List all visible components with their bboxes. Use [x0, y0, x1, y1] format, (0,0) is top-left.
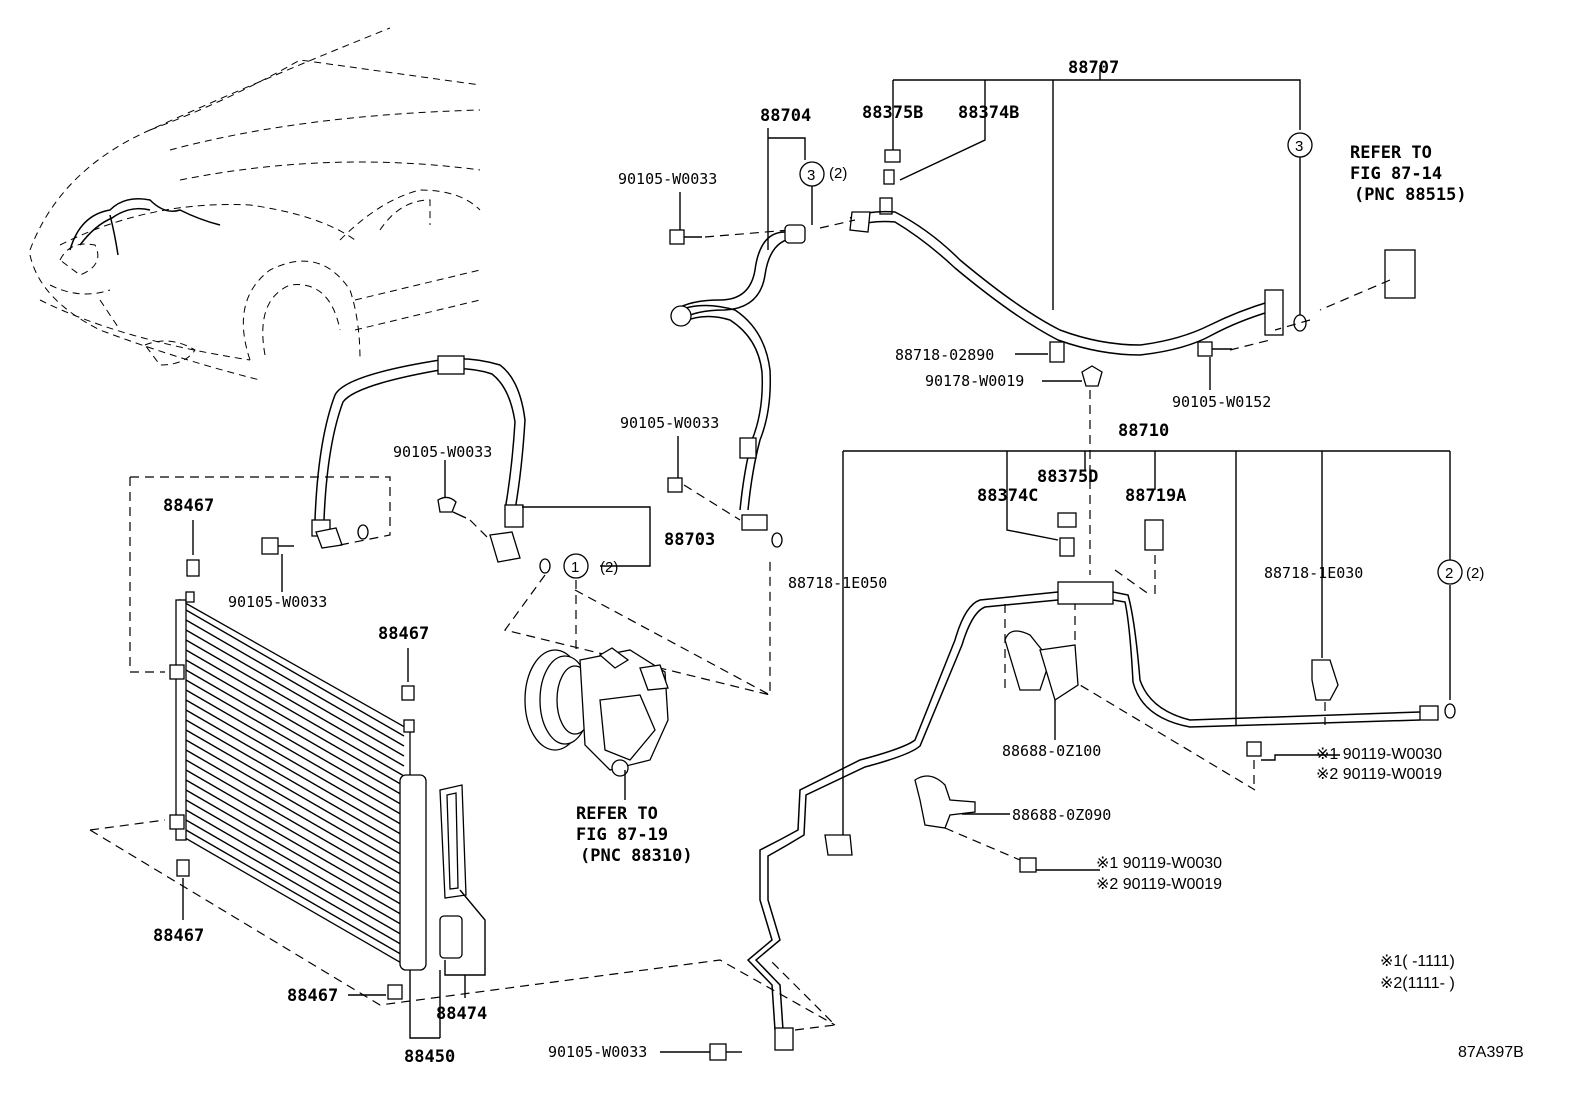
cushion-icon: [176, 859, 190, 877]
label-88704: 88704: [760, 106, 811, 126]
receiver-tank-icon: [399, 774, 427, 971]
bolt-head-icon: [1019, 857, 1037, 873]
bolt-head-icon: [709, 1043, 727, 1061]
refer-87-14-line3: (PNC 88515): [1354, 185, 1467, 205]
label-88375d: 88375D: [1037, 467, 1098, 487]
bolt-head-icon: [667, 477, 683, 493]
expansion-valve-icon: [1384, 249, 1416, 299]
label-88474: 88474: [436, 1004, 487, 1024]
cushion-icon: [401, 685, 415, 701]
label-88718-02890: 88718-02890: [895, 346, 994, 364]
o-ring-icon: [357, 524, 369, 540]
filter-plug-icon: [439, 915, 463, 959]
group-88704: 88704 3 (2) 90105-W0033 90105-W0033: [618, 106, 856, 548]
label-90105-w0152: 90105-W0152: [1172, 393, 1271, 411]
callout-3-b-num: 3: [1295, 138, 1303, 155]
label-88703: 88703: [664, 530, 715, 550]
callout-1-qty: (2): [600, 559, 618, 576]
label-90105-w0033-e: 90105-W0033: [228, 593, 327, 611]
label-88374c: 88374C: [977, 486, 1038, 506]
bolt-head-icon: [669, 229, 685, 245]
o-ring-icon: [1293, 314, 1307, 332]
clamp-icon: [1004, 630, 1051, 691]
screw-note-a2: ※2 90119-W0019: [1316, 766, 1442, 783]
pressure-switch-icon: [1144, 519, 1164, 551]
pipe-flange-icon: [1419, 705, 1439, 721]
callout-1-num: 1: [571, 559, 579, 576]
bracket-icon: [914, 775, 976, 829]
service-valve-icon: [879, 197, 893, 215]
callout-2: [1437, 559, 1463, 585]
valve-cap-icon: [884, 149, 901, 163]
bolt-head-icon: [1197, 341, 1213, 357]
label-88375b: 88375B: [862, 103, 923, 123]
pipe-flange-icon: [741, 514, 768, 531]
condenser-group: 88467 88467 88467 88474 88467: [89, 496, 836, 1067]
callout-3-a-num: 3: [807, 167, 815, 184]
clamp-icon: [1311, 659, 1339, 701]
valve-core-icon: [883, 169, 895, 185]
legend: ※1( -1111) ※2(1111- ) 87A397B: [1380, 953, 1524, 1061]
label-88688-0z100: 88688-0Z100: [1002, 742, 1101, 760]
valve-core-icon: [1059, 537, 1075, 557]
o-ring-icon: [539, 558, 551, 574]
label-88707: 88707: [1068, 58, 1119, 78]
refer-87-19-line1: REFER TO: [576, 804, 658, 824]
label-88467-b: 88467: [378, 624, 429, 644]
refer-87-14-line1: REFER TO: [1350, 143, 1432, 163]
group-88703: 90105-W0033 88703 1 (2) REFER TO FIG 87-…: [129, 355, 771, 866]
callout-3-a-qty: (2): [829, 165, 847, 182]
o-ring-icon: [1444, 703, 1456, 719]
desiccant-icon: [439, 784, 467, 959]
label-88450: 88450: [404, 1047, 455, 1067]
label-90105-w0033-a: 90105-W0033: [618, 170, 717, 188]
compressor-icon: [524, 647, 669, 777]
legend-line1: ※1( -1111): [1380, 953, 1455, 970]
clamp-icon: [824, 834, 853, 856]
bolt-head-icon: [1246, 741, 1262, 757]
condenser-icon: [169, 591, 427, 971]
label-88374b: 88374B: [958, 103, 1019, 123]
bolt-head-icon: [261, 537, 279, 555]
label-90105-w0033-b: 90105-W0033: [620, 414, 719, 432]
cushion-icon: [387, 984, 403, 1000]
label-88718-1e030: 88718-1E030: [1264, 564, 1363, 582]
nut-icon: [1081, 365, 1103, 387]
vehicle-outline: [29, 27, 481, 381]
label-88688-0z090: 88688-0Z090: [1012, 806, 1111, 824]
label-88467-d: 88467: [287, 986, 338, 1006]
callout-1: [563, 553, 589, 579]
label-88467-c: 88467: [153, 926, 204, 946]
callout-2-num: 2: [1445, 565, 1453, 582]
refer-87-14-line2: FIG 87-14: [1350, 164, 1442, 184]
label-88719a: 88719A: [1125, 486, 1186, 506]
label-90178-w0019: 90178-W0019: [925, 372, 1024, 390]
legend-line2: ※2(1111- ): [1380, 975, 1455, 992]
clamp-icon: [1049, 341, 1065, 363]
valve-cap-icon: [1057, 512, 1077, 528]
label-88710: 88710: [1118, 421, 1169, 441]
refer-87-19-line3: (PNC 88310): [580, 846, 693, 866]
screw-note-b1: ※1 90119-W0030: [1096, 855, 1222, 872]
label-88467-a: 88467: [163, 496, 214, 516]
group-88707: 88707 88375B 88374B 3 REFER TO FIG 87-14…: [849, 58, 1467, 411]
label-88718-1e050: 88718-1E050: [788, 574, 887, 592]
bolt-head-icon: [437, 496, 457, 513]
label-90105-w0033-c: 90105-W0033: [548, 1043, 647, 1061]
group-88710: 88710 88375D 88374C 88719A 2 (2) 88718-1…: [548, 390, 1484, 1061]
callout-2-qty: (2): [1466, 565, 1484, 582]
label-90105-w0033-d: 90105-W0033: [393, 443, 492, 461]
screw-note-a1: ※1 90119-W0030: [1316, 746, 1442, 763]
liquid-block-icon: [1057, 581, 1114, 605]
screw-note-b2: ※2 90119-W0019: [1096, 876, 1222, 893]
pipe-flange-icon: [774, 1027, 794, 1051]
diagram-code: 87A397B: [1458, 1044, 1524, 1061]
refer-87-19-line2: FIG 87-19: [576, 825, 668, 845]
pipe-flange-icon: [1264, 289, 1284, 336]
o-ring-icon: [771, 532, 783, 548]
cushion-icon: [186, 559, 200, 577]
